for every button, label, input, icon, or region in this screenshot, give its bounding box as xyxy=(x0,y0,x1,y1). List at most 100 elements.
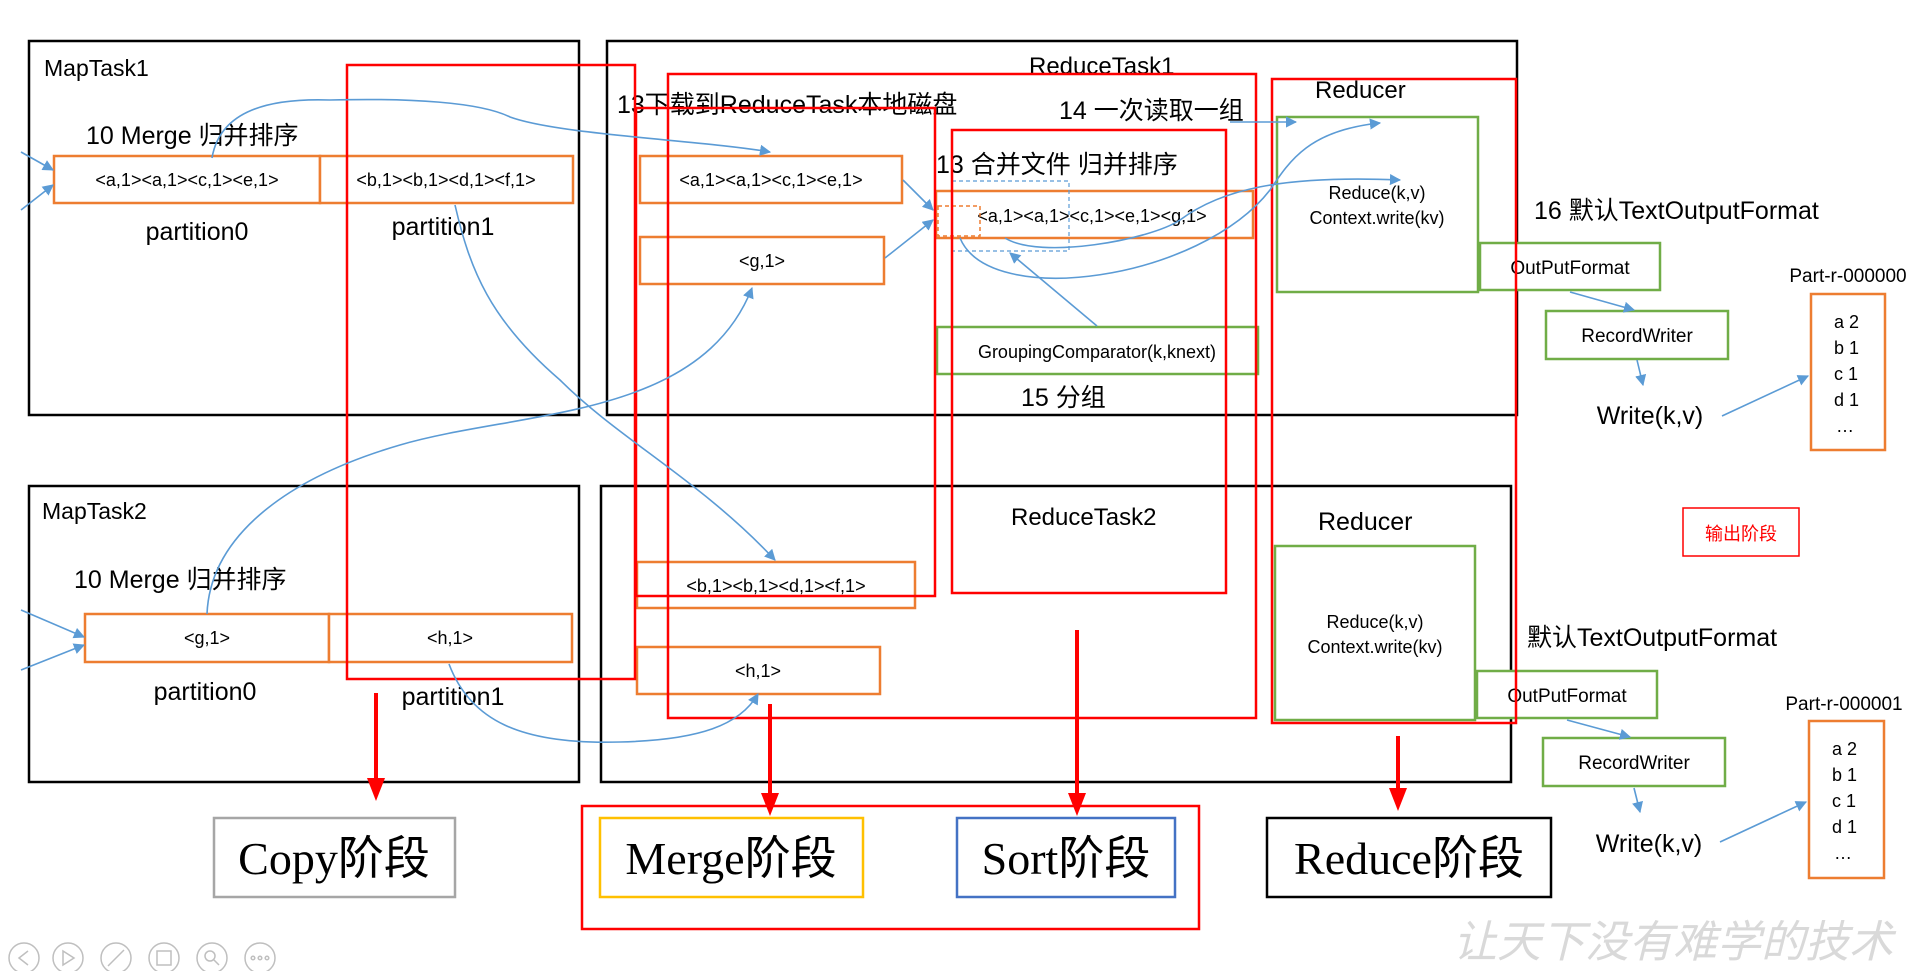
output-stage-box xyxy=(1682,507,1800,557)
presentation-toolbar xyxy=(8,942,276,971)
mt1-partition0-content: <a,1><a,1><c,1><e,1> xyxy=(95,170,278,190)
download-label: 13下载到ReduceTask本地磁盘 xyxy=(617,91,957,119)
save-icon[interactable] xyxy=(148,942,180,971)
part-file2-line: b 1 xyxy=(1832,765,1857,785)
recordwriter2-to-write2 xyxy=(1632,787,1643,814)
recordwriter1-to-write1 xyxy=(1635,359,1647,387)
read-group-arrow-a xyxy=(959,118,1382,279)
mt2-partition0-content: <g,1> xyxy=(184,628,230,648)
merged-file-box xyxy=(934,189,1255,240)
part-file1-line: … xyxy=(1836,416,1854,436)
part-file1-line: a 2 xyxy=(1834,312,1859,332)
maptask1-box xyxy=(27,39,581,417)
output-format-label-1: 16 默认TextOutputFormat xyxy=(1534,197,1819,225)
outputformat1-text: OutPutFormat xyxy=(1510,258,1630,279)
copy-stage-box xyxy=(212,816,457,899)
part-file2-line: … xyxy=(1834,843,1852,863)
maptask2-box xyxy=(27,484,581,784)
merge-stage-boundary xyxy=(666,72,1258,720)
reduce-stage-label: Reduce阶段 xyxy=(1294,833,1524,884)
part-file2-line: d 1 xyxy=(1832,817,1857,837)
reducetask2-box xyxy=(599,484,1513,784)
merge-down-arrow-head xyxy=(761,793,779,816)
merge-stage-box xyxy=(598,816,865,899)
back-icon[interactable] xyxy=(8,942,40,971)
part-file1-lines: a 2 b 1 c 1 d 1 … xyxy=(1834,312,1859,436)
flow-arrows xyxy=(20,98,1810,843)
play-icon[interactable] xyxy=(52,942,84,971)
part-file1-name: Part-r-000000 xyxy=(1789,266,1906,287)
merge-stage-label: Merge阶段 xyxy=(625,833,836,884)
recordwriter1-text: RecordWriter xyxy=(1581,326,1693,347)
outputformat2-to-recordwriter2 xyxy=(1566,719,1632,740)
mt1-partition0-label: partition0 xyxy=(146,218,249,246)
mt1-partition0-box xyxy=(52,154,322,205)
outputformat2-text: OutPutFormat xyxy=(1507,686,1627,707)
mt2-partition1-content: <h,1> xyxy=(427,628,473,648)
merge-sort-bottom-frame xyxy=(580,804,1201,931)
sort-stage-boundary xyxy=(950,128,1228,595)
read-group-arrow-b xyxy=(1004,173,1402,249)
reducer2-line2: Context.write(kv) xyxy=(1307,637,1442,657)
write2-text: Write(k,v) xyxy=(1596,830,1702,858)
part-file2-lines: a 2 b 1 c 1 d 1 … xyxy=(1832,739,1857,863)
merge-arrow-file1 xyxy=(902,179,934,211)
input-arrow-mt2-b xyxy=(20,643,86,671)
rt1-file1-box xyxy=(638,154,904,205)
copy-down-arrow-head xyxy=(367,778,385,801)
outputformat2-box xyxy=(1475,669,1659,720)
merged-file-content: <a,1><a,1><c,1><e,1><g,1> xyxy=(977,206,1206,226)
part-file1-line: d 1 xyxy=(1834,390,1859,410)
reducer-stage-boundary xyxy=(1270,77,1518,725)
merge-files-label: 13 合并文件 归并排序 xyxy=(936,151,1178,179)
write2-to-partfile2 xyxy=(1719,801,1808,843)
merge-arrow-file2 xyxy=(884,219,934,259)
reducetask1-title: ReduceTask1 xyxy=(1029,53,1174,80)
part-file2-name: Part-r-000001 xyxy=(1785,694,1902,715)
pen-icon[interactable] xyxy=(100,942,132,971)
input-arrow-mt2 xyxy=(20,609,86,639)
mt1-partition1-box xyxy=(318,154,575,205)
rt2-file1-content: <b,1><b,1><d,1><f,1> xyxy=(686,576,865,596)
read-group-label: 14 一次读取一组 xyxy=(1059,97,1244,125)
sort-down-arrow-head xyxy=(1068,793,1086,816)
rt1-file2-box xyxy=(638,235,886,286)
reducer1-line1: Reduce(k,v) xyxy=(1328,183,1425,203)
maptask1-title: MapTask1 xyxy=(44,55,149,81)
outputformat1-to-recordwriter1 xyxy=(1569,291,1636,313)
more-icon[interactable] xyxy=(244,942,276,971)
recordwriter1-box xyxy=(1544,309,1730,361)
part-file1-box xyxy=(1809,292,1887,452)
recordwriter2-box xyxy=(1541,736,1727,788)
output-format-label-2: 默认TextOutputFormat xyxy=(1527,624,1777,652)
mt2-partition1-label: partition1 xyxy=(402,683,505,711)
reducer1-box xyxy=(1275,115,1480,294)
outputformat1-box xyxy=(1478,241,1662,292)
write1-text: Write(k,v) xyxy=(1597,402,1703,430)
mt2-partition0-label: partition0 xyxy=(154,678,257,706)
reducer1-line2: Context.write(kv) xyxy=(1309,208,1444,228)
maptask1-merge-label: 10 Merge 归并排序 xyxy=(86,122,299,150)
part-file1-line: c 1 xyxy=(1834,364,1858,384)
mt1-partition1-label: partition1 xyxy=(392,213,495,241)
input-arrow-mt1-b xyxy=(20,184,54,211)
copy-stage-label: Copy阶段 xyxy=(238,833,430,884)
download-boundary xyxy=(634,106,937,598)
rt1-file1-content: <a,1><a,1><c,1><e,1> xyxy=(679,170,862,190)
watermark: 让天下没有难学的技术 xyxy=(1453,918,1897,967)
reducer1-title: Reducer xyxy=(1315,77,1406,104)
mt2-partition1-box xyxy=(327,612,574,664)
reducer2-title: Reducer xyxy=(1318,508,1413,536)
zoom-icon[interactable] xyxy=(196,942,228,971)
sort-stage-box xyxy=(955,816,1177,899)
reducetask2-title: ReduceTask2 xyxy=(1011,504,1156,531)
grouping-label: 15 分组 xyxy=(1021,384,1106,412)
part-file2-box xyxy=(1807,719,1886,880)
part-file1-line: b 1 xyxy=(1834,338,1859,358)
copy-arrow-mt2p0-to-rt1 xyxy=(206,286,754,615)
part-file2-line: c 1 xyxy=(1832,791,1856,811)
copy-arrow-mt2p1-to-rt2 xyxy=(448,663,759,744)
grouping-comparator-box xyxy=(935,325,1260,376)
copy-arrow-p1-to-rt2 xyxy=(454,204,776,561)
